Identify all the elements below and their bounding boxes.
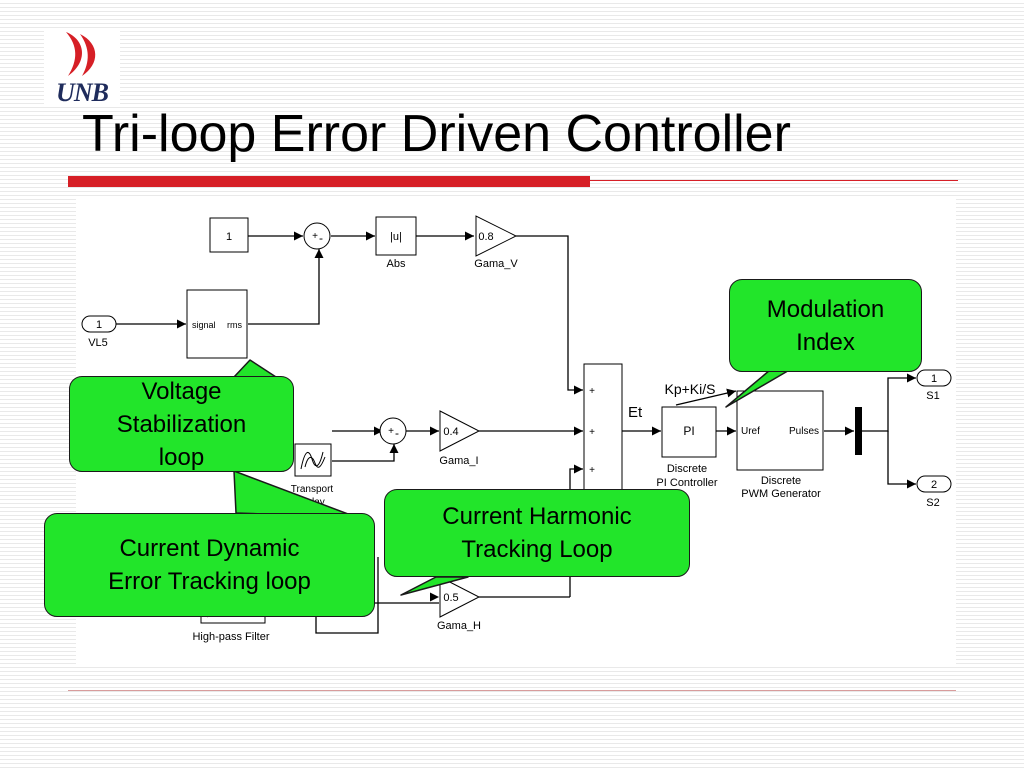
inport-vl5-number: 1 (96, 319, 102, 331)
gain-h-label: Gama_H (437, 620, 481, 632)
sum-block-voltage: + - (303, 222, 331, 250)
constant-value: 1 (226, 231, 232, 243)
transport-delay-label-1: Transport (291, 484, 334, 495)
outport-s2-number: 2 (931, 479, 937, 491)
rms-port-out: rms (227, 320, 242, 330)
pwm-label-2: PWM Generator (741, 488, 821, 500)
callout-current-harmonic: Current Harmonic Tracking Loop (384, 489, 690, 577)
title-rule-thin (590, 180, 958, 181)
abs-symbol: |u| (390, 231, 402, 243)
sum-block-main: + + + (583, 363, 623, 499)
gain-block-h: 0.5 Gama_H (437, 576, 570, 632)
pi-label-2: PI Controller (656, 477, 717, 489)
pointer-current-harmonic (400, 576, 469, 596)
outport-s1-number: 1 (931, 373, 937, 385)
gain-i-value: 0.4 (443, 426, 458, 438)
gain-block-v: 0.8 Gama_V (474, 215, 518, 270)
outport-s1: 1 S1 (916, 369, 952, 402)
sum-block-current: + - (379, 417, 407, 445)
simulink-diagram: 1 + - |u| Abs 0.8 Gama_V 1 VL5 signal rm… (81, 215, 952, 643)
outport-s2-label: S2 (926, 497, 939, 509)
gain-h-value: 0.5 (443, 592, 458, 604)
abs-label: Abs (387, 258, 406, 270)
gain-block-i: 0.4 Gama_I (439, 410, 481, 467)
callout-pointers (233, 359, 799, 596)
signal-et-label: Et (628, 404, 643, 421)
pwm-port-in: Uref (741, 426, 760, 437)
callout-modulation-index: Modulation Index (729, 279, 922, 372)
rms-port-in: signal (192, 320, 216, 330)
pi-symbol: PI (683, 424, 694, 438)
gain-v-value: 0.8 (478, 231, 493, 243)
pointer-current-dynamic (233, 470, 357, 518)
rms-block: signal rms (186, 289, 248, 359)
inport-vl5: 1 VL5 (81, 315, 117, 349)
title-rule-red (68, 176, 590, 187)
unb-logo: UNB (44, 28, 120, 107)
inport-vl5-label: VL5 (88, 337, 108, 349)
abs-block: |u| Abs (375, 216, 417, 270)
gain-i-label: Gama_I (439, 455, 478, 467)
sum-voltage-minus: - (319, 231, 323, 245)
sum-main-plus-2: + (589, 427, 595, 438)
logo-text: UNB (56, 78, 109, 107)
callout-current-dynamic-text: Current Dynamic Error Tracking loop (108, 535, 311, 595)
unb-logo-emblem (66, 32, 96, 76)
slide-title: Tri-loop Error Driven Controller (82, 105, 791, 163)
sum-main-plus-1: + (589, 386, 595, 397)
outport-s1-label: S1 (926, 390, 939, 402)
demux-bar (855, 407, 862, 455)
callout-current-harmonic-text: Current Harmonic Tracking Loop (442, 503, 632, 563)
outport-s2: 2 S2 (916, 475, 952, 509)
callout-current-dynamic: Current Dynamic Error Tracking loop (44, 513, 375, 617)
callout-modulation-index-text: Modulation Index (766, 295, 885, 356)
sum-voltage-plus: + (312, 231, 318, 242)
callout-voltage-stabilization: Voltage Stabilization loop (69, 376, 294, 472)
hp-filter-label: High-pass Filter (192, 631, 269, 643)
footer-rule (68, 690, 956, 691)
sum-main-plus-3: + (589, 465, 595, 476)
pwm-generator-block: Uref Pulses Discrete PWM Generator (736, 390, 824, 500)
pwm-label-1: Discrete (761, 475, 801, 487)
sum-current-plus: + (388, 426, 394, 437)
gain-v-label: Gama_V (474, 258, 518, 270)
sum-current-minus: - (395, 426, 399, 440)
pwm-port-out: Pulses (789, 426, 819, 437)
callout-voltage-stabilization-text: Voltage Stabilization loop (116, 377, 247, 471)
pi-annotation: Kp+Ki/S (665, 381, 716, 397)
constant-block: 1 (209, 217, 249, 253)
pi-label-1: Discrete (667, 463, 707, 475)
pi-controller-block: Kp+Ki/S PI Discrete PI Controller (656, 381, 717, 489)
